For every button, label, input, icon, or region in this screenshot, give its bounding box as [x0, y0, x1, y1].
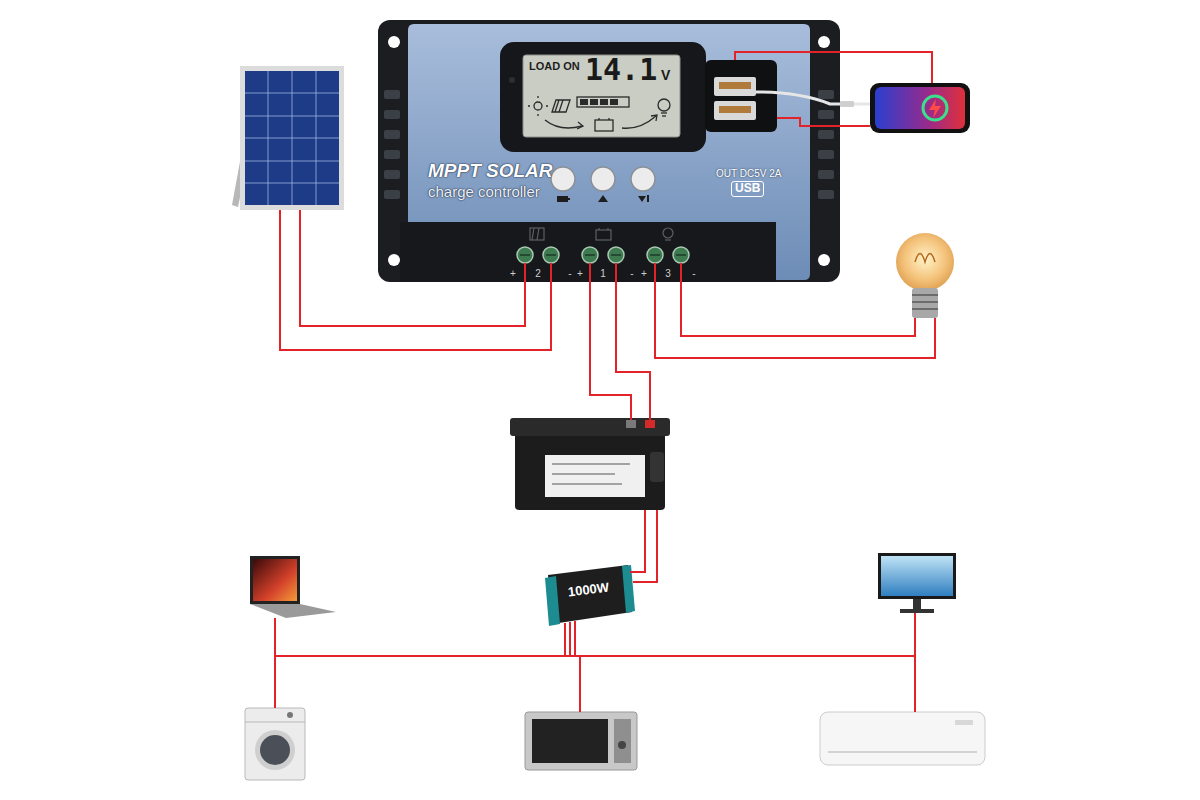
wires [275, 52, 935, 712]
node-heading: MPPT SOLAR [428, 160, 553, 182]
washing-machine [245, 708, 305, 780]
phone [756, 83, 970, 133]
terminal-number: 3 [664, 268, 672, 280]
node-text: V [661, 67, 670, 83]
output-spec: OUT DC5V 2A [716, 168, 781, 180]
node-text: charge controller [428, 183, 540, 200]
solar-panel [232, 66, 344, 210]
light-bulb [896, 233, 954, 318]
node-heading: 1000W [567, 581, 610, 601]
air-conditioner [820, 712, 985, 765]
usb-mark: USB [731, 181, 764, 197]
terminal-polarity: + [509, 268, 517, 280]
laptop [250, 556, 336, 618]
terminal-number: + [640, 268, 648, 280]
power-inverter: 1000W [545, 565, 633, 627]
terminal-number: 1 [599, 268, 607, 280]
monitor [878, 553, 956, 613]
terminal-polarity: - [567, 268, 572, 280]
charge-controller: LOAD ON 14.1V MPPT SOLARcharge controller [378, 20, 840, 282]
battery [510, 418, 670, 510]
lcd-screen: LOAD ON 14.1V [523, 55, 680, 137]
microwave [525, 712, 637, 770]
controller-housing [378, 20, 840, 282]
terminal-number: 2 [534, 268, 542, 280]
inverter [545, 565, 635, 626]
node-heading: LOAD ON [529, 60, 580, 73]
terminal-polarity: + [576, 268, 584, 280]
node-text: 14.1 [585, 53, 657, 88]
terminal-polarity: - [691, 268, 696, 280]
terminal-polarity: - [629, 268, 634, 280]
